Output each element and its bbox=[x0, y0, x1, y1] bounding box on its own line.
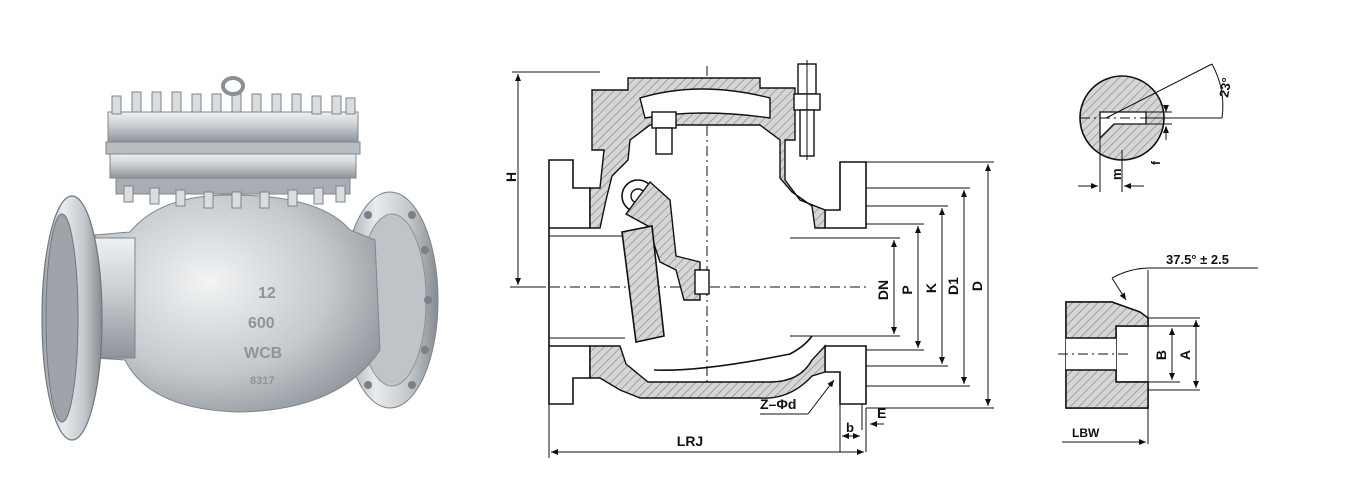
dim-E: E bbox=[877, 405, 886, 421]
dim-K: K bbox=[923, 283, 939, 293]
bevel-angle-label: 37.5° ± 2.5 bbox=[1166, 252, 1229, 267]
bonnet-bolt-left bbox=[651, 111, 677, 155]
dim-b: b bbox=[846, 420, 854, 435]
heat-marking: 8317 bbox=[250, 375, 274, 387]
dim-P: P bbox=[899, 285, 915, 294]
material-marking: WCB bbox=[244, 345, 282, 362]
body-section-lower bbox=[589, 344, 826, 399]
dim-LRJ: LRJ bbox=[677, 433, 703, 449]
disc-arm bbox=[624, 180, 701, 301]
size-marking: 12 bbox=[258, 285, 276, 302]
dim-DN: DN bbox=[875, 280, 891, 300]
bonnet-studs bbox=[111, 91, 356, 209]
class-marking: 600 bbox=[248, 315, 275, 332]
section-view-drawing: H DN P K D1 D Z–Φd E b bbox=[503, 60, 994, 458]
ring-groove-detail: 23° f m bbox=[1078, 63, 1234, 192]
A-label: A bbox=[1177, 350, 1193, 360]
m-label: m bbox=[1109, 168, 1124, 180]
LBW-label: LBW bbox=[1072, 426, 1100, 440]
body-markings: 12 600 WCB 8317 bbox=[244, 285, 282, 387]
dim-D1: D1 bbox=[945, 277, 961, 295]
bonnet-cover bbox=[107, 111, 359, 143]
weld-end-detail: 37.5° ± 2.5 B A LBW bbox=[1058, 252, 1258, 445]
lifting-eye bbox=[221, 76, 245, 96]
B-label: B bbox=[1153, 350, 1169, 360]
valve-photo: 12 600 WCB 8317 bbox=[41, 76, 439, 441]
valve-body bbox=[94, 194, 381, 413]
dim-H: H bbox=[503, 172, 519, 182]
angle-label: 23° bbox=[1216, 77, 1234, 99]
swing-disc bbox=[621, 225, 665, 343]
bonnet-bolt-right bbox=[793, 60, 821, 160]
f-label: f bbox=[1149, 160, 1163, 165]
dim-D: D bbox=[969, 281, 985, 291]
dim-Z-phi-d: Z–Φd bbox=[760, 396, 796, 412]
